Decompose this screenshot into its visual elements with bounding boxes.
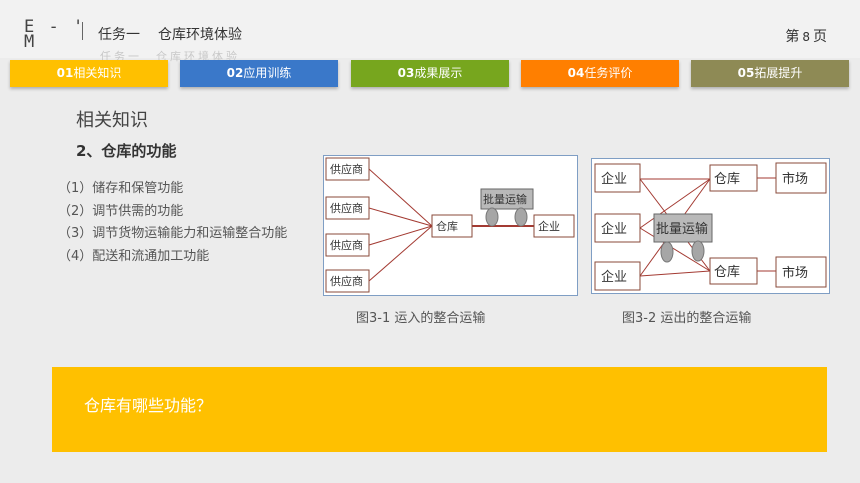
figure2-diagram: 企业 企业 企业 仓库 仓库 市场 市场 批量运输 <box>594 162 827 291</box>
supplier-box <box>325 233 370 257</box>
figure2-caption: 图3-2 运出的整合运输 <box>622 311 752 326</box>
warehouse-label: 仓库 <box>436 219 458 233</box>
truck-label: 批量运输 <box>483 192 527 206</box>
supplier-box <box>325 196 370 220</box>
tab-application-training[interactable]: 02应用训练 <box>180 60 338 87</box>
question-box: 仓库有哪些功能？ <box>52 367 827 452</box>
supplier-label: 供应商 <box>330 201 363 215</box>
truck-body <box>653 213 713 243</box>
list-item: （2）调节供需的功能 <box>58 203 184 219</box>
market-label: 市场 <box>782 265 808 281</box>
section-title: 相关知识 <box>76 110 148 131</box>
question-text: 仓库有哪些功能？ <box>84 396 213 415</box>
supplier-label: 供应商 <box>330 274 363 288</box>
figure1-caption: 图3-1 运入的整合运输 <box>356 311 486 326</box>
tab-label: 成果展示 <box>414 66 463 80</box>
warehouse-box <box>431 214 473 238</box>
warehouse-label: 仓库 <box>714 264 740 280</box>
tab-results-display[interactable]: 03成果展示 <box>351 60 509 87</box>
market-box <box>775 162 827 194</box>
tab-related-knowledge[interactable]: 01相关知识 <box>10 60 168 87</box>
tab-extension[interactable]: 05拓展提升 <box>691 60 849 87</box>
figure1-diagram: 供应商 供应商 供应商 供应商 仓库 企业 批量运输 <box>325 157 575 293</box>
truck-wheel <box>514 207 528 227</box>
supplier-label: 供应商 <box>330 162 363 176</box>
market-label: 市场 <box>782 171 808 187</box>
tab-num: 03 <box>397 66 415 80</box>
title-divider <box>82 22 83 40</box>
warehouse-box <box>709 257 758 285</box>
enterprise-box <box>594 163 641 193</box>
market-box <box>775 256 827 288</box>
section-tabs: 01相关知识 02应用训练 03成果展示 04任务评价 05拓展提升 <box>0 60 860 88</box>
list-item: （3）调节货物运输能力和运输整合功能 <box>58 226 288 241</box>
function-list: （1）储存和保管功能 （2）调节供需的功能 （3）调节货物运输能力和运输整合功能… <box>58 178 287 268</box>
tab-label: 应用训练 <box>243 66 292 80</box>
tab-label: 任务评价 <box>584 66 633 80</box>
enterprise-box <box>533 214 575 238</box>
truck-wheel <box>660 241 674 263</box>
figure1-connectors <box>368 168 433 282</box>
task-label: 任务一 <box>98 27 140 43</box>
logo-line2: M <box>24 32 37 52</box>
supplier-box <box>325 157 370 181</box>
enterprise-label: 企业 <box>601 269 627 285</box>
figure-outbound-consolidation: 企业 企业 企业 仓库 仓库 市场 市场 批量运输 <box>591 158 830 294</box>
tab-num: 02 <box>226 66 244 80</box>
tab-label: 拓展提升 <box>754 66 803 80</box>
tab-label: 相关知识 <box>73 66 122 80</box>
enterprise-label: 企业 <box>538 219 560 233</box>
supplier-box <box>325 269 370 293</box>
logo: E - ' M <box>24 17 86 52</box>
task-name: 仓库环境体验 <box>158 27 242 43</box>
ghost-title: 任务一 仓库环境体验 <box>100 50 240 63</box>
warehouse-label: 仓库 <box>714 171 740 187</box>
list-item: （1）储存和保管功能 <box>58 181 184 196</box>
truck-label: 批量运输 <box>656 221 708 237</box>
figure-inbound-consolidation: 供应商 供应商 供应商 供应商 仓库 企业 批量运输 <box>323 155 578 296</box>
tab-num: 01 <box>56 66 74 80</box>
page-prefix: 第 <box>785 29 800 45</box>
logo-line1: E - ' <box>24 17 86 37</box>
enterprise-box <box>594 261 641 291</box>
supplier-label: 供应商 <box>330 238 363 252</box>
truck-wheel <box>485 207 499 227</box>
tab-num: 05 <box>737 66 755 80</box>
warehouse-box <box>709 164 758 192</box>
tab-num: 04 <box>567 66 585 80</box>
list-item: （4）配送和流通加工功能 <box>58 248 210 264</box>
page-suffix: 页 <box>813 29 827 45</box>
truck-wheel <box>691 240 705 262</box>
enterprise-label: 企业 <box>601 171 627 187</box>
enterprise-box <box>594 213 641 243</box>
truck-body <box>480 188 534 210</box>
page-number: 8 <box>802 30 810 44</box>
sub-title: 2、仓库的功能 <box>76 142 177 160</box>
enterprise-label: 企业 <box>601 221 627 237</box>
tab-task-evaluation[interactable]: 04任务评价 <box>521 60 679 87</box>
